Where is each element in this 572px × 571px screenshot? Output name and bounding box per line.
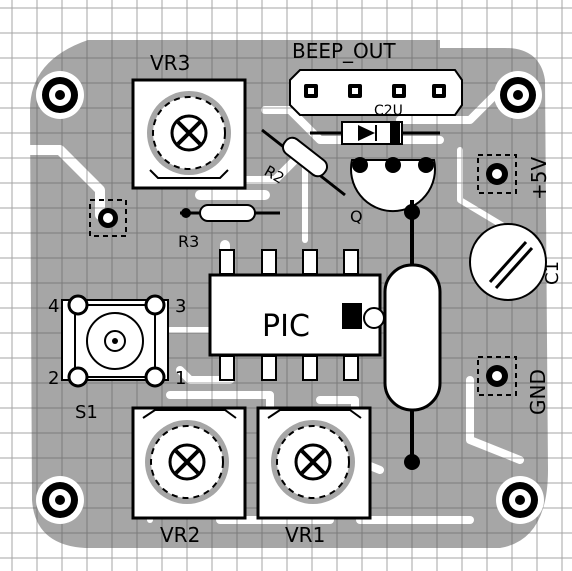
vr2-label: VR2: [160, 523, 200, 547]
switch-pin-4: 4: [48, 296, 59, 317]
trimmer-vr1: [256, 406, 372, 520]
mounting-hole-bottom-left: [36, 476, 84, 524]
beep-out-header: [289, 69, 463, 116]
mounting-hole-top-right: [494, 71, 542, 119]
switch-pin-3: 3: [175, 296, 186, 317]
gnd-label: GND: [526, 369, 550, 415]
trimmer-vr2: [131, 406, 247, 520]
s1-label: S1: [75, 402, 98, 423]
switch-s1: [61, 294, 169, 388]
diode: [310, 121, 440, 145]
trimmer-vr3: [131, 78, 247, 190]
plus5v-label: +5V: [527, 157, 551, 200]
c1-label: C1: [542, 261, 563, 285]
resistor-r3: [180, 204, 280, 222]
diode-label: C2U: [374, 103, 403, 119]
test-pad: [89, 199, 127, 237]
transistor-q: [350, 157, 436, 213]
crystal: [383, 200, 442, 470]
gnd-pad: [477, 356, 517, 396]
capacitor-c1: [469, 223, 547, 301]
vr1-label: VR1: [285, 523, 325, 547]
switch-pin-1: 1: [175, 368, 186, 389]
beep-out-label: BEEP_OUT: [292, 39, 396, 63]
q-label: Q: [350, 207, 363, 226]
power-5v-pad: [477, 154, 517, 194]
switch-pin-2: 2: [48, 368, 59, 389]
vr3-label: VR3: [150, 51, 190, 75]
pic-chip: [208, 249, 385, 381]
mounting-hole-top-left: [36, 71, 84, 119]
pic-label: PIC: [262, 309, 310, 344]
r3-label: R3: [178, 232, 199, 251]
mounting-hole-bottom-right: [496, 476, 544, 524]
resistor-r2: [261, 128, 346, 197]
